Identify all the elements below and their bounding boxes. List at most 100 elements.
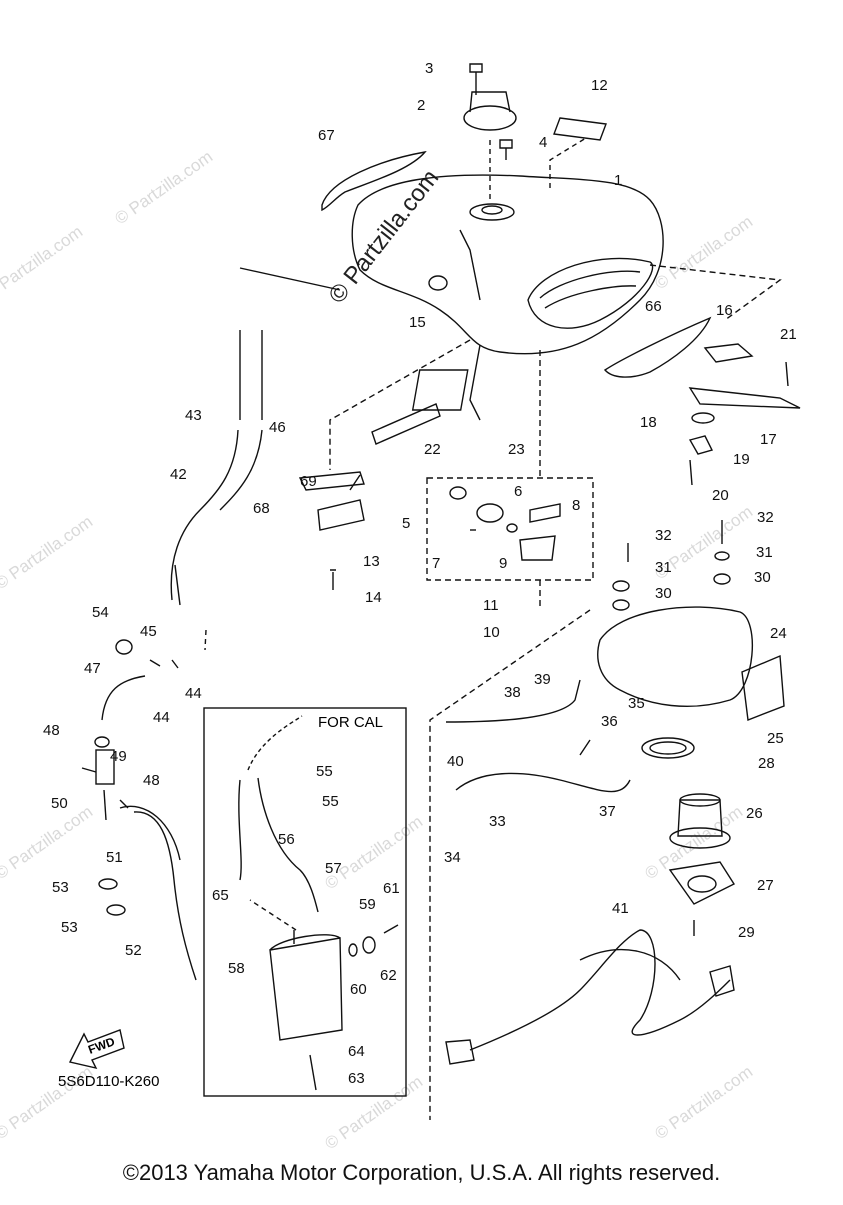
grommet-15 [428,275,448,291]
callout-21: 21 [780,326,797,343]
bolt-3 [469,63,483,95]
watermark: © Partzilla.com [641,802,746,883]
callout-13: 13 [363,553,380,570]
callout-59: 59 [359,896,376,913]
callout-9: 9 [499,555,507,572]
callout-34: 34 [444,849,461,866]
callout-65: 65 [212,887,229,904]
canister-24 [597,606,753,708]
fuel-cap [463,105,517,131]
callout-32: 32 [757,509,774,526]
tank-side-panel [527,257,654,329]
callout-40: 40 [447,753,464,770]
hose-38 [445,679,581,723]
callout-37: 37 [599,803,616,820]
callout-2: 2 [417,97,425,114]
callout-68: 68 [253,500,270,517]
callout-10: 10 [483,624,500,641]
callout-41: 41 [612,900,629,917]
bracket-16 [703,343,754,363]
watermark: © Partzilla.com [0,802,96,883]
callout-45: 45 [140,623,157,640]
callout-67: 67 [318,127,335,144]
harness-41 [469,929,731,1051]
canister-58 [269,937,343,1041]
filler-neck [469,203,515,221]
hose-52 [133,811,197,981]
callout-32: 32 [655,527,672,544]
callout-50: 50 [51,795,68,812]
callout-31: 31 [655,559,672,576]
callout-64: 64 [348,1043,365,1060]
callout-42: 42 [170,466,187,483]
callout-48: 48 [43,722,60,739]
callout-1: 1 [614,172,622,189]
watermark: © Partzilla.com [651,1062,756,1143]
callout-18: 18 [640,414,657,431]
callout-36: 36 [601,713,618,730]
callout-62: 62 [380,967,397,984]
callout-25: 25 [767,730,784,747]
callout-5: 5 [402,515,410,532]
callout-12: 12 [591,77,608,94]
callout-14: 14 [365,589,382,606]
callout-53: 53 [61,919,78,936]
callout-6: 6 [514,483,522,500]
callout-61: 61 [383,880,400,897]
trim-66 [603,316,712,378]
callout-56: 56 [278,831,295,848]
callout-69: 69 [300,473,317,490]
callout-24: 24 [770,625,787,642]
callout-44: 44 [185,685,202,702]
callout-43: 43 [185,407,202,424]
callout-30: 30 [655,585,672,602]
hose-47 [101,675,146,721]
watermark: © Partzilla.com [0,222,86,303]
fwd-arrow-icon [68,1029,125,1070]
watermark: © Partzilla.com [111,147,216,228]
callout-53: 53 [52,879,69,896]
group-5-box [426,477,594,581]
callout-46: 46 [269,419,286,436]
callout-20: 20 [712,487,729,504]
tank-lower-panel [411,369,469,411]
callout-30: 30 [754,569,771,586]
callout-55: 55 [316,763,333,780]
callout-19: 19 [733,451,750,468]
callout-66: 66 [645,298,662,315]
watermark: © Partzilla.com [321,812,426,893]
callout-27: 27 [757,877,774,894]
callout-22: 22 [424,441,441,458]
for-cal-box [203,707,407,1097]
callout-7: 7 [432,555,440,572]
callout-28: 28 [758,755,775,772]
fuel-tank [351,174,664,355]
callout-26: 26 [746,805,763,822]
callout-31: 31 [756,544,773,561]
fuel-pump-26 [677,799,723,837]
callout-33: 33 [489,813,506,830]
hose-33 [455,772,631,793]
callout-11: 11 [483,597,499,614]
callout-48: 48 [143,772,160,789]
strip-22 [371,403,441,445]
callout-39: 39 [534,671,551,688]
callout-49: 49 [110,748,127,765]
fwd-label: FWD [86,1034,117,1057]
callout-16: 16 [716,302,733,319]
callout-8: 8 [572,497,580,514]
callout-3: 3 [425,60,433,77]
callout-35: 35 [628,695,645,712]
watermark: © Partzilla.com [651,212,756,293]
callout-60: 60 [350,981,367,998]
gasket-27 [668,861,736,905]
watermark-main: © Partzilla.com [323,165,444,309]
callout-44: 44 [153,709,170,726]
copyright-notice: ©2013 Yamaha Motor Corporation, U.S.A. A… [122,1160,721,1185]
for-cal-title: FOR CAL [318,714,383,731]
callout-52: 52 [125,942,142,959]
callout-38: 38 [504,684,521,701]
callout-63: 63 [348,1070,365,1087]
